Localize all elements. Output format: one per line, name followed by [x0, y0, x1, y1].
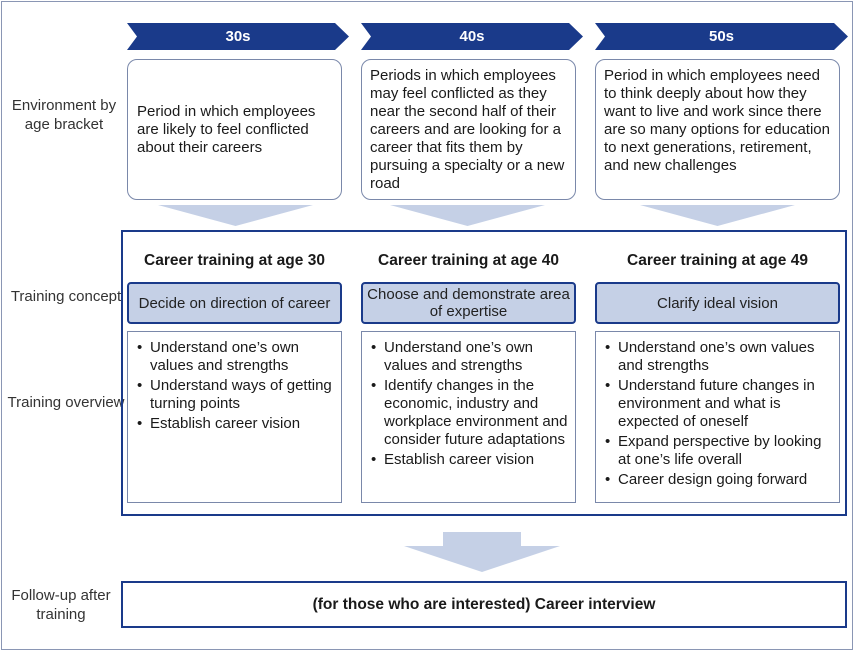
row-label-environment: Environment by age bracket [11, 97, 117, 133]
overview-item: •Understand future changes in environmen… [605, 377, 815, 430]
overview-item: •Understand one’s own values and strengt… [371, 339, 533, 374]
environment-box-50s: Period in which employees need to think … [595, 59, 840, 200]
training-section [121, 230, 847, 516]
row-label-followup: Follow-up after training [11, 587, 111, 623]
concept-box-30: Decide on direction of career [127, 282, 342, 324]
followup-box: (for those who are interested) Career in… [121, 581, 847, 628]
concept-text-40: Choose and demonstrate area of expertise [367, 286, 570, 320]
overview-item: •Establish career vision [137, 415, 301, 432]
overview-box-30: •Understand one’s own values and strengt… [127, 331, 342, 503]
concept-text-49: Clarify ideal vision [657, 294, 778, 312]
environment-text-40s: Periods in which employees may feel conf… [370, 67, 565, 192]
overview-item: •Understand one’s own values and strengt… [605, 339, 815, 374]
concept-box-40: Choose and demonstrate area of expertise [361, 282, 576, 324]
age-chevron-40s: 40s [361, 23, 583, 50]
overview-box-49: •Understand one’s own values and strengt… [595, 331, 840, 503]
concept-text-30: Decide on direction of career [138, 294, 331, 312]
age-chevron-50s: 50s [595, 23, 848, 50]
overview-item: •Understand ways of getting turning poin… [137, 377, 332, 412]
row-label-concept: Training concept [10, 288, 122, 305]
overview-box-40: •Understand one’s own values and strengt… [361, 331, 576, 503]
environment-box-40s: Periods in which employees may feel conf… [361, 59, 576, 200]
environment-text-50s: Period in which employees need to think … [604, 67, 830, 174]
overview-list-40: •Understand one’s own values and strengt… [368, 339, 569, 469]
followup-text: (for those who are interested) Career in… [312, 595, 656, 613]
training-title-30: Career training at age 30 [144, 252, 325, 269]
overview-list-30: •Understand one’s own values and strengt… [134, 339, 335, 433]
overview-item: •Expand perspective by looking at one’s … [605, 433, 822, 468]
overview-item: •Identify changes in the economic, indus… [371, 377, 568, 448]
overview-item: •Establish career vision [371, 451, 535, 468]
environment-text-30s: Period in which employees are likely to … [137, 102, 316, 156]
training-title-40: Career training at age 40 [378, 252, 559, 269]
age-chevron-30s: 30s [127, 23, 349, 50]
overview-item: •Career design going forward [605, 471, 808, 488]
environment-box-30s: Period in which employees are likely to … [127, 59, 342, 200]
row-label-overview: Training overview [7, 394, 125, 411]
training-title-49: Career training at age 49 [627, 252, 808, 269]
overview-list-49: •Understand one’s own values and strengt… [602, 339, 833, 489]
concept-box-49: Clarify ideal vision [595, 282, 840, 324]
overview-item: •Understand one’s own values and strengt… [137, 339, 299, 374]
